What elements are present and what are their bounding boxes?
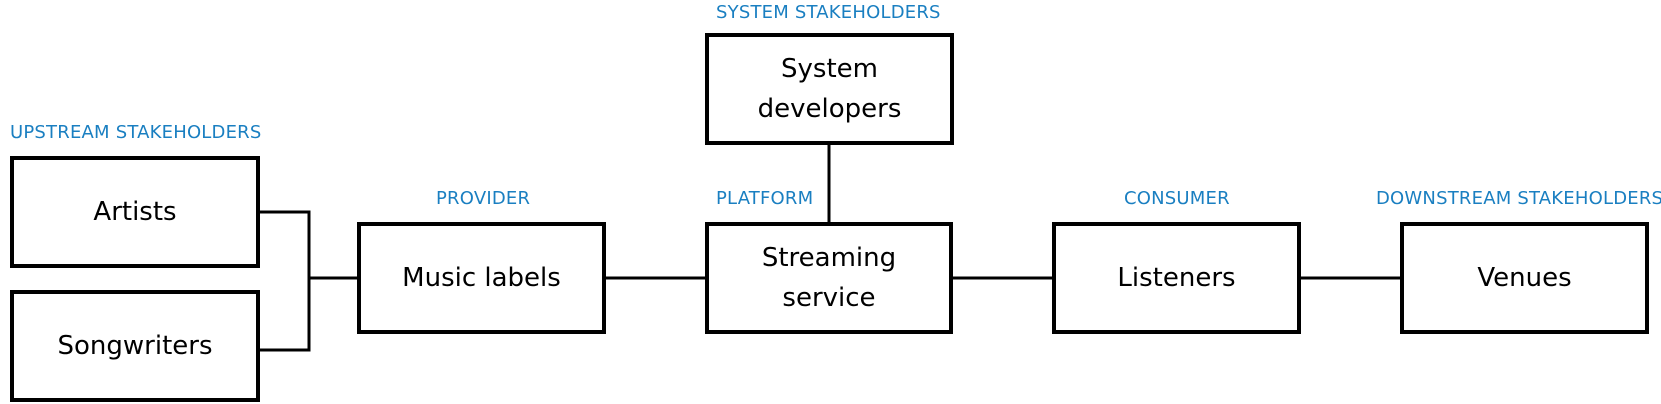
node-streaming-service: Streaming service (705, 222, 953, 334)
node-system-developers-line1: System (781, 54, 878, 84)
node-artists-label: Artists (93, 197, 177, 227)
node-music-labels-label: Music labels (402, 263, 561, 293)
category-label-consumer: CONSUMER (1124, 188, 1230, 209)
node-system-developers: System developers (705, 33, 954, 145)
category-label-upstream-stakeholders: UPSTREAM STAKEHOLDERS (10, 122, 262, 143)
connector-artists-bracket (260, 210, 311, 352)
node-venues-label: Venues (1477, 263, 1572, 293)
node-songwriters: Songwriters (10, 290, 260, 402)
category-label-platform: PLATFORM (716, 188, 814, 209)
node-listeners: Listeners (1052, 222, 1301, 334)
node-listeners-label: Listeners (1117, 263, 1236, 293)
node-system-developers-line2: developers (757, 94, 902, 124)
node-streaming-service-line1: Streaming (761, 243, 897, 273)
node-music-labels: Music labels (357, 222, 606, 334)
node-songwriters-label: Songwriters (57, 331, 213, 361)
category-label-downstream-stakeholders: DOWNSTREAM STAKEHOLDERS (1376, 188, 1661, 209)
node-streaming-service-line2: service (782, 283, 876, 313)
category-label-system-stakeholders: SYSTEM STAKEHOLDERS (716, 2, 941, 23)
node-venues: Venues (1400, 222, 1649, 334)
node-artists: Artists (10, 156, 260, 268)
category-label-provider: PROVIDER (436, 188, 531, 209)
